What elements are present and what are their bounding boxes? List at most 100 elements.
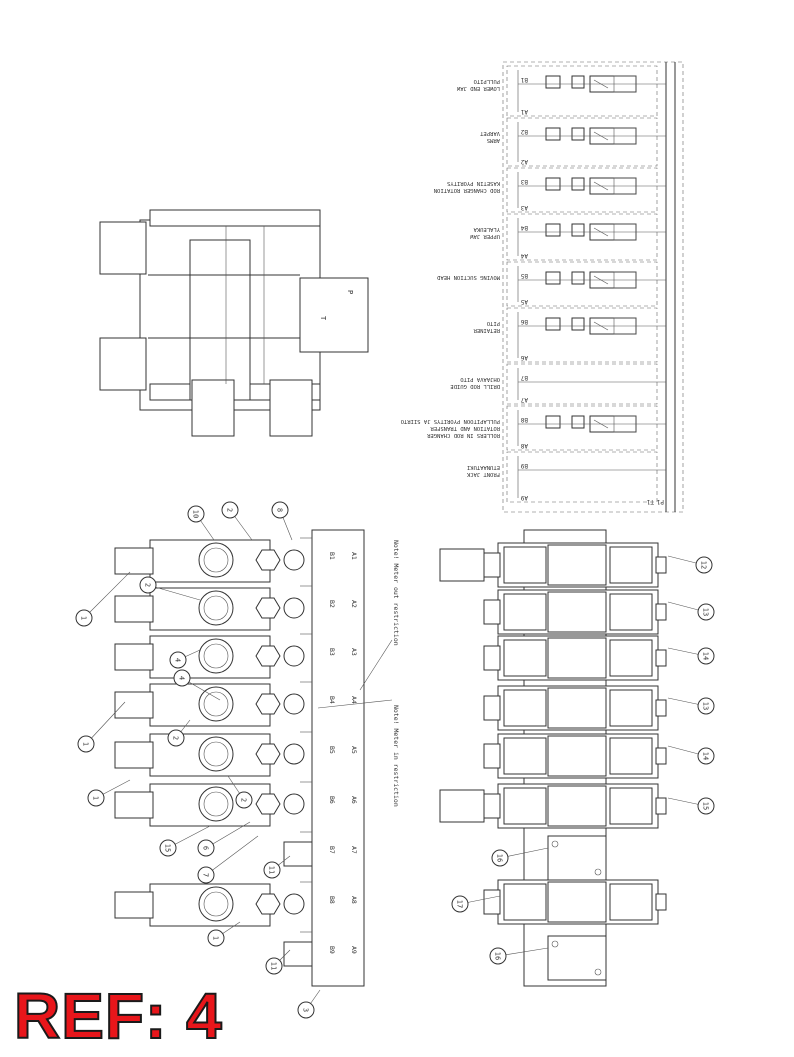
callout-top-text: 2 (226, 508, 234, 512)
port-b-label: B4 (328, 696, 336, 704)
port-b-label: B5 (328, 746, 336, 754)
check-valve-symbol (571, 415, 585, 429)
valve-cartridge-inner (203, 691, 229, 717)
ref-label: REF: 4 (13, 980, 223, 1052)
connector (655, 699, 667, 717)
valve-bank-front-view (439, 529, 667, 987)
valve-spool-block (547, 687, 607, 729)
callout-left-leader (147, 584, 201, 601)
callout-left-text: 3 (302, 1008, 310, 1012)
port-a-label: A4 (520, 252, 528, 259)
callout-left-text: 1 (92, 796, 100, 800)
valve-spool-block (547, 881, 607, 923)
solenoid-coil-a (503, 787, 547, 825)
section-label: ETUNAATUKI (467, 464, 500, 470)
callout-left-text: 6 (202, 846, 210, 850)
manual-override (439, 789, 485, 823)
section-label: LOWER END JAW (456, 85, 500, 91)
callout-left (87, 789, 105, 807)
solenoid-coil-a (503, 546, 547, 584)
callout-left (159, 839, 177, 857)
port-a-label: A8 (350, 896, 358, 904)
cover-plate (547, 935, 607, 981)
callout-left-text: 2 (144, 583, 152, 587)
check-valve-symbol (545, 317, 561, 331)
callout-right-text: 17 (456, 900, 464, 908)
callout-left (197, 866, 215, 884)
port-a-label: A6 (350, 796, 358, 804)
coil-knob (483, 743, 501, 769)
port-b-label: B1 (520, 76, 528, 83)
section-label: MOVING SUCTION HEAD (437, 274, 500, 280)
valve-spool-block (547, 591, 607, 633)
callout-right (697, 647, 715, 665)
callout-left (169, 651, 187, 669)
callout-left-text: 2 (240, 798, 248, 802)
callout-left-text: 1 (212, 936, 220, 940)
hex-nut (255, 597, 281, 619)
callout-right (451, 895, 469, 913)
solenoid-coil (114, 791, 154, 819)
section-label: ROD CHANGER ROTATION (434, 187, 500, 193)
bolt (594, 868, 602, 876)
callout-right (697, 697, 715, 715)
valve-cartridge-inner (203, 791, 229, 817)
port-b-label: B1 (328, 552, 336, 560)
solenoid-coil-b (609, 883, 653, 921)
callout-left (139, 576, 157, 594)
callout-left-leader (85, 701, 126, 745)
check-valve-symbol (545, 127, 561, 141)
relief-valve (283, 597, 305, 619)
port-b-label: B7 (328, 846, 336, 854)
valve-spool-block (547, 544, 607, 586)
port-b-label: B9 (328, 946, 336, 954)
port-a-label: A7 (350, 846, 358, 854)
relief-valve (283, 549, 305, 571)
solenoid-coil-a (503, 883, 547, 921)
callout-top (187, 505, 205, 523)
callout-left-leader (205, 835, 259, 876)
hex-nut (255, 743, 281, 765)
section-label: UPPER JAW (470, 233, 500, 239)
callout-left-text: 11 (268, 866, 276, 874)
callout-left (75, 609, 93, 627)
callout-left (77, 735, 95, 753)
schematic-section (506, 65, 658, 117)
port-b-label: B3 (520, 178, 528, 185)
port-p1-label: P1 (656, 498, 664, 505)
callout-right (695, 556, 713, 574)
coil-knob (483, 793, 501, 819)
relief-valve (283, 893, 305, 915)
hex-nut (255, 793, 281, 815)
section-label: PULLAPITOON PYORITYS JA SIIRTO (401, 418, 500, 424)
coil-knob (483, 552, 501, 578)
callout-right (489, 947, 507, 965)
port-b-label: B6 (328, 796, 336, 804)
bolt (551, 940, 559, 948)
solenoid-coil-b (609, 689, 653, 727)
solenoid-coil-b (609, 546, 653, 584)
relief-valve (283, 693, 305, 715)
valve-spool-block (547, 735, 607, 777)
check-valve-symbol (571, 223, 585, 237)
section-label: OHJAAVA PITO (460, 376, 500, 382)
check-valve-symbol (571, 271, 585, 285)
valve-cartridge-inner (203, 595, 229, 621)
callout-left (265, 957, 283, 975)
section-label: YLALEUKA (473, 226, 500, 232)
solenoid-coil-a (503, 737, 547, 775)
callout-right-text: 13 (702, 702, 710, 710)
connector (655, 649, 667, 667)
port-t1-label: T1 (646, 498, 654, 505)
manual-override (439, 548, 485, 582)
port-a-label: A3 (350, 648, 358, 656)
callout-left-leader (205, 821, 251, 849)
solenoid-coil-b (609, 737, 653, 775)
schematic-section (506, 261, 658, 307)
solenoid-coil-a (503, 593, 547, 631)
callout-right (697, 603, 715, 621)
callout-right (491, 849, 509, 867)
port-a-label: A5 (520, 298, 528, 305)
port-b-label: B8 (520, 416, 528, 423)
